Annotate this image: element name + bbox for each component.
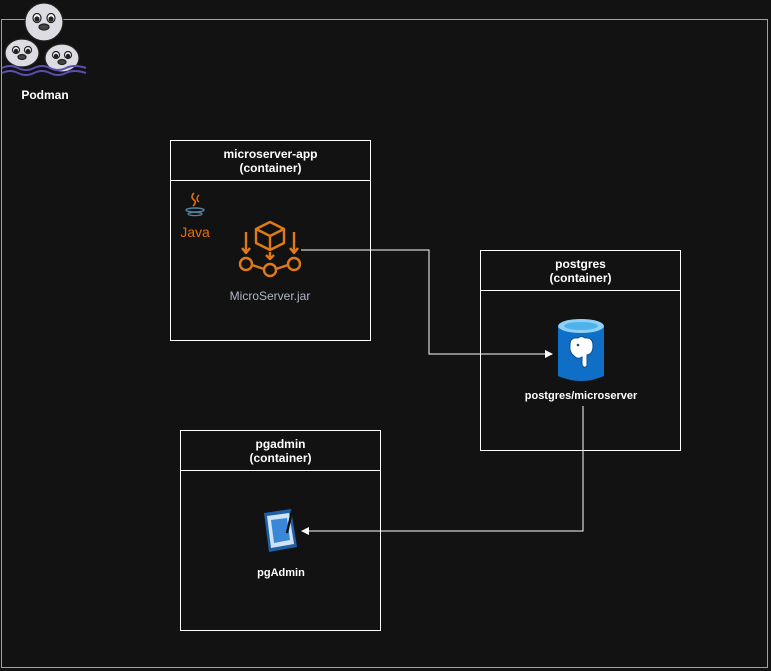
container-subtitle: (container) bbox=[239, 160, 302, 175]
container-subtitle: (container) bbox=[549, 270, 612, 285]
container-title: postgres bbox=[555, 256, 606, 271]
container-title: microserver-app bbox=[223, 146, 318, 161]
container-subtitle: (container) bbox=[249, 450, 312, 465]
postgres-microserver-label: postgres/microserver bbox=[524, 390, 638, 402]
podman-seals-icon bbox=[1, 2, 87, 76]
container-microserver-app[interactable]: microserver-app (container) bbox=[170, 140, 371, 341]
connection-app-to-db bbox=[301, 249, 553, 358]
pgadmin-label: pgAdmin bbox=[257, 567, 305, 579]
java-icon bbox=[185, 192, 205, 217]
container-postgres[interactable]: postgres (container) bbox=[480, 250, 681, 451]
podman-frame bbox=[1, 19, 768, 668]
java-label: Java bbox=[180, 224, 210, 240]
container-header: microserver-app (container) bbox=[171, 141, 370, 181]
postgres-database-icon[interactable] bbox=[556, 318, 606, 384]
container-title: pgadmin bbox=[255, 436, 306, 451]
container-header: pgadmin (container) bbox=[181, 431, 380, 471]
microserver-jar-label: MicroServer.jar bbox=[229, 289, 311, 303]
podman-label: Podman bbox=[21, 88, 69, 102]
microservice-icon[interactable] bbox=[238, 218, 302, 280]
container-header: postgres (container) bbox=[481, 251, 680, 291]
pgadmin-icon[interactable] bbox=[261, 507, 301, 555]
container-pgadmin[interactable]: pgadmin (container) bbox=[180, 430, 381, 631]
connection-db-to-admin bbox=[301, 406, 584, 535]
